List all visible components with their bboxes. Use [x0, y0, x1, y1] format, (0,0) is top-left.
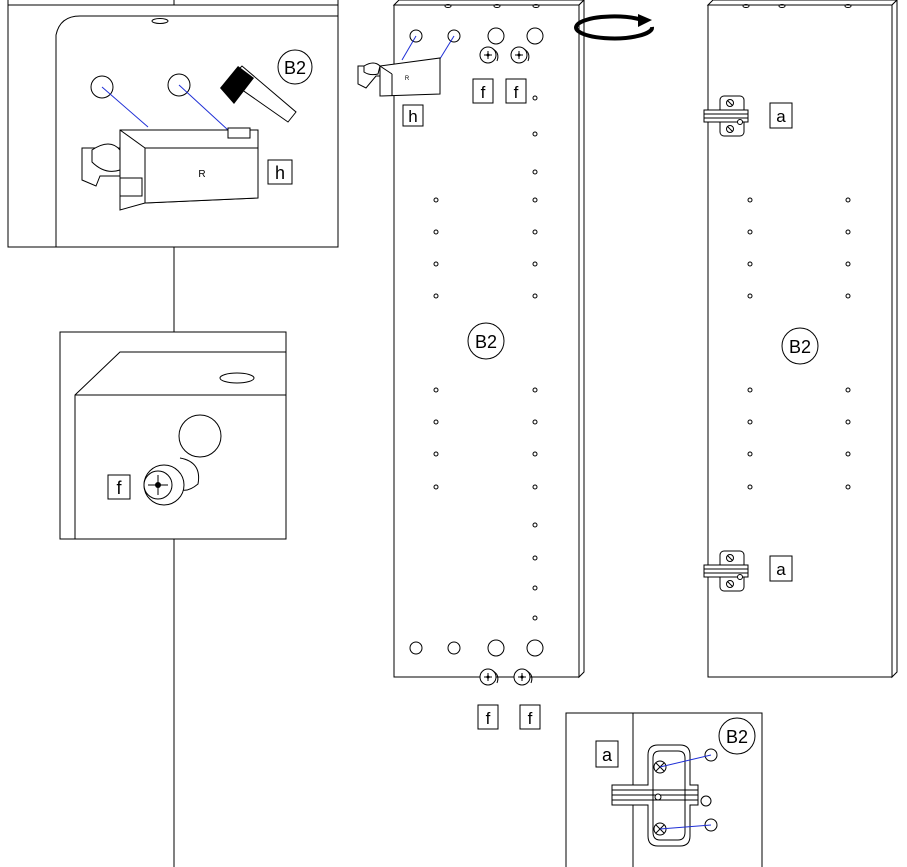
hinge-label: a — [602, 745, 613, 765]
cam-label: f — [116, 478, 122, 498]
detail-cam: f — [59, 331, 287, 540]
rotate-arrow-icon — [574, 14, 654, 41]
detail-hinge: a B2 — [565, 712, 763, 867]
panel-front: R h f f f f B2 — [357, 0, 585, 730]
catch-clip-icon — [357, 57, 441, 97]
panel-id-label: B2 — [726, 727, 748, 747]
detail-catch: R B2 h — [7, 0, 339, 248]
cam-label: f — [481, 83, 486, 102]
panel-id-label: B2 — [789, 337, 811, 357]
panel-id-label: B2 — [284, 58, 306, 78]
shelf-pin-holes — [747, 197, 851, 490]
cam-label: f — [514, 83, 519, 102]
cam-label: f — [486, 709, 491, 728]
catch-clip-icon — [81, 127, 259, 211]
shelf-pin-holes — [433, 95, 538, 621]
cam-lock-icon — [143, 457, 200, 506]
hinge-icon — [611, 744, 712, 847]
hammer-icon — [220, 65, 297, 123]
hole — [178, 414, 222, 458]
panel-id-label: B2 — [475, 332, 497, 352]
panel-back: a a B2 — [703, 0, 898, 679]
catch-label: h — [408, 107, 417, 126]
cam-label: f — [528, 709, 533, 728]
catch-label: h — [275, 163, 285, 183]
hinge-label: a — [776, 107, 786, 126]
catch-mark: R — [198, 169, 205, 180]
hinge-label: a — [776, 560, 786, 579]
catch-mark: R — [405, 76, 410, 82]
